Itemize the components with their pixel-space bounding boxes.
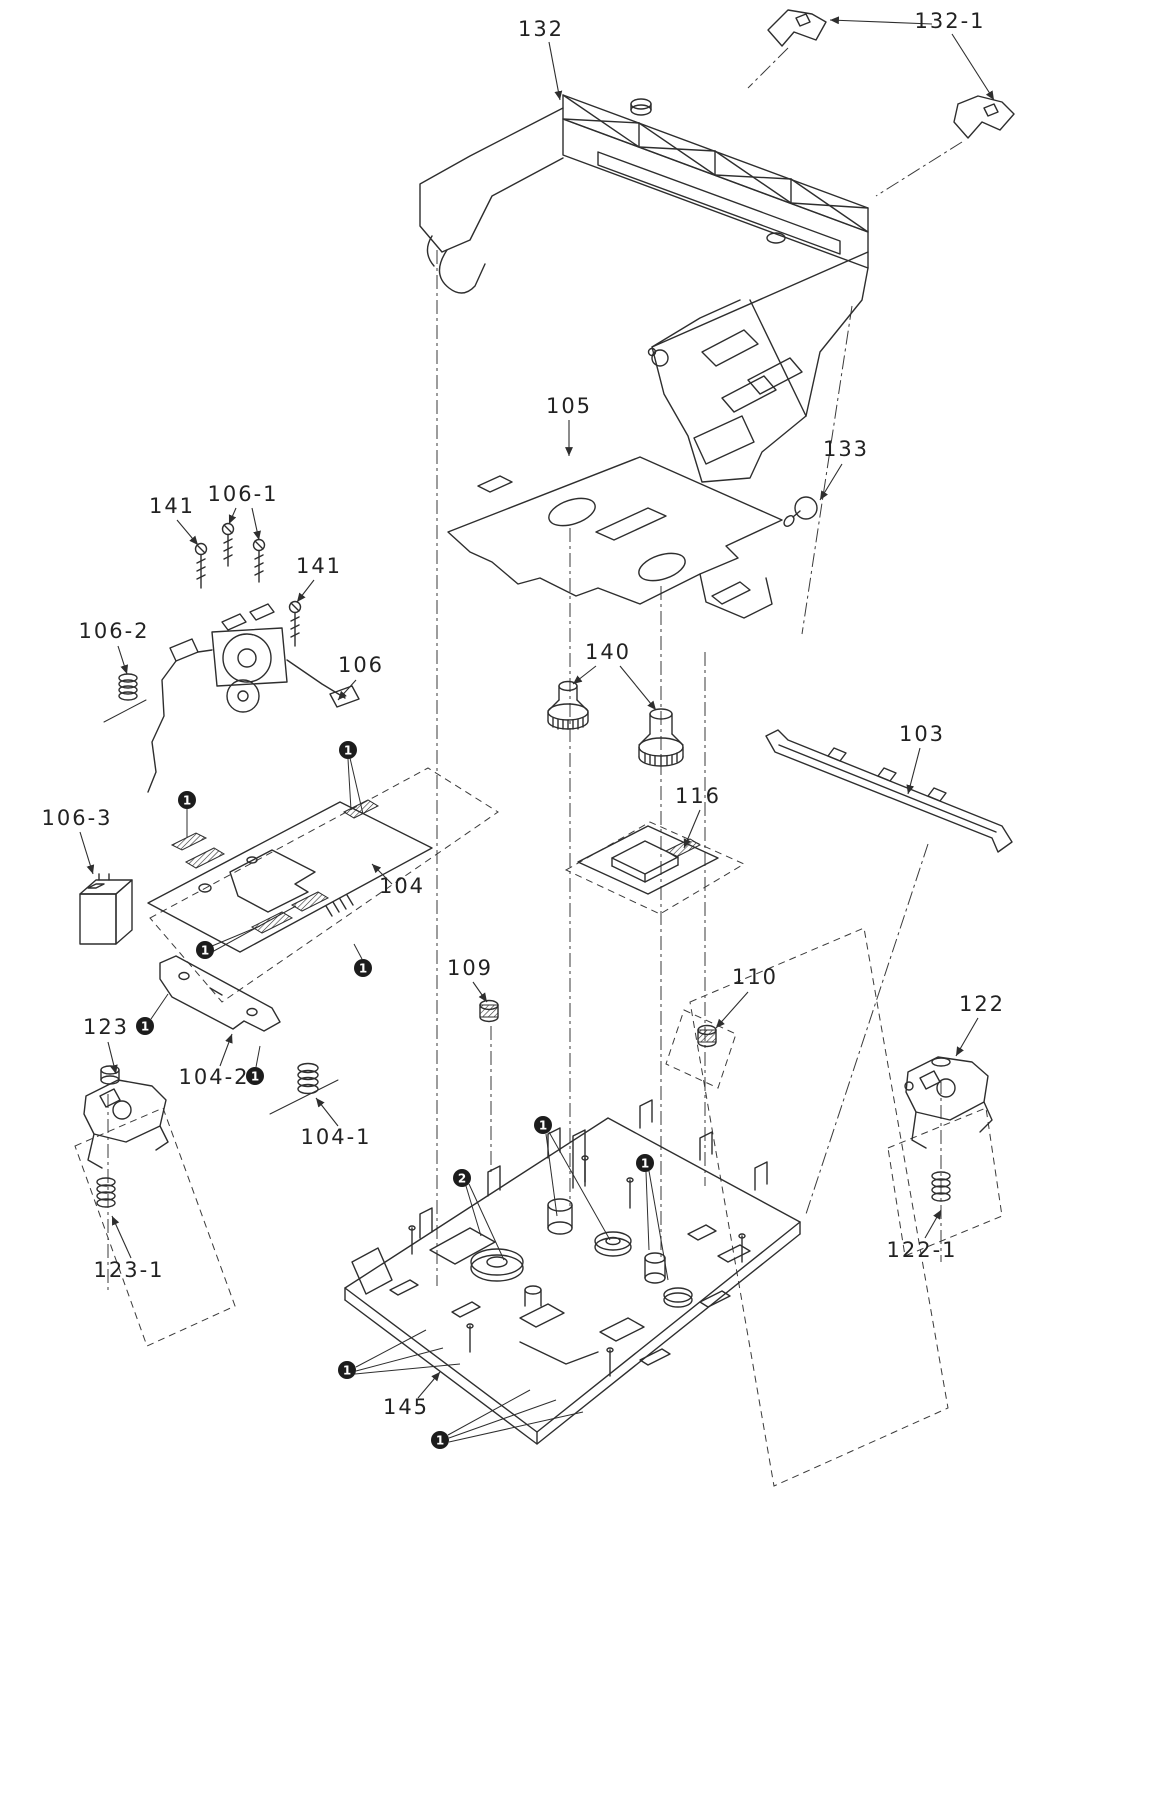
part-132-1-clips: [767, 9, 1015, 139]
part-106-motor-assembly: [147, 603, 360, 793]
leader-lines: [79, 16, 995, 1399]
svg-text:1: 1: [201, 944, 209, 958]
part-label-132-1: 132-1: [914, 9, 985, 33]
part-106-3-connector: [79, 873, 133, 945]
part-label-145: 145: [383, 1395, 429, 1419]
part-label-122: 122: [959, 992, 1005, 1016]
fastener-marker: 1: [636, 1154, 654, 1172]
svg-text:1: 1: [251, 1070, 259, 1084]
svg-text:1: 1: [141, 1020, 149, 1034]
part-label-133: 133: [823, 437, 869, 461]
svg-text:1: 1: [359, 962, 367, 976]
part-123-bracket: [83, 1065, 169, 1169]
screws-141-106-1: [194, 522, 302, 647]
fastener-marker: 1: [196, 941, 214, 959]
part-132-carriage-frame: [419, 94, 869, 483]
part-label-141-left: 141: [149, 494, 195, 518]
part-104-2-strip: [159, 955, 281, 1032]
svg-text:1: 1: [641, 1157, 649, 1171]
part-label-105: 105: [546, 394, 592, 418]
fastener-marker: 1: [354, 959, 372, 977]
part-label-141-right: 141: [296, 554, 342, 578]
part-145-base-plate: [344, 1099, 801, 1445]
svg-text:1: 1: [539, 1119, 547, 1133]
part-label-110: 110: [732, 965, 778, 989]
fastener-marker: 1: [339, 741, 357, 759]
svg-text:1: 1: [344, 744, 352, 758]
part-103-rail: [765, 729, 1013, 853]
part-106-2-spring: [103, 673, 147, 723]
svg-text:1: 1: [436, 1434, 444, 1448]
projection-lines: [107, 47, 963, 1292]
part-110-damper: [697, 1024, 717, 1048]
part-label-122-1: 122-1: [886, 1238, 957, 1262]
part-labels: 132 132-1 105 133 141 106-1 141 106-2 10…: [41, 9, 1005, 1419]
part-label-103: 103: [899, 722, 945, 746]
part-105-cover-plate: [447, 456, 783, 619]
fastener-marker: 1: [338, 1361, 356, 1379]
svg-text:2: 2: [458, 1172, 466, 1186]
part-label-106-2: 106-2: [78, 619, 149, 643]
part-label-106: 106: [338, 653, 384, 677]
part-label-123: 123: [83, 1015, 129, 1039]
part-label-109: 109: [447, 956, 493, 980]
part-label-104-2: 104-2: [178, 1065, 249, 1089]
part-label-104-1: 104-1: [300, 1125, 371, 1149]
part-122-bracket: [904, 1056, 993, 1149]
part-133-pin: [783, 496, 818, 527]
part-label-132: 132: [518, 17, 564, 41]
marker-pointer-lines: [150, 757, 669, 1443]
svg-text:1: 1: [183, 794, 191, 808]
part-123-1-spring: [96, 1177, 116, 1208]
part-label-123-1: 123-1: [93, 1258, 164, 1282]
part-label-116: 116: [675, 784, 721, 808]
part-label-104: 104: [379, 874, 425, 898]
part-122-1-spring: [931, 1171, 951, 1202]
screw-141-b: [288, 600, 302, 647]
part-109-damper: [479, 999, 499, 1023]
screw-106-1-a: [221, 522, 235, 567]
fastener-markers: 1 1 1 1 1 1 1 1 2 1 1: [136, 741, 654, 1449]
fastener-marker: 1: [534, 1116, 552, 1134]
screw-141-a: [194, 542, 208, 589]
fastener-marker: 1: [178, 791, 196, 809]
part-140-clutch-gears: [547, 680, 684, 767]
svg-text:1: 1: [343, 1364, 351, 1378]
fastener-marker: 1: [136, 1017, 154, 1035]
fastener-marker: 1: [431, 1431, 449, 1449]
part-label-106-3: 106-3: [41, 806, 112, 830]
part-104-1-spring: [269, 1062, 339, 1115]
fastener-marker: 2: [453, 1169, 471, 1187]
fastener-marker: 1: [246, 1067, 264, 1085]
part-label-106-1: 106-1: [207, 482, 278, 506]
part-116-sensor-plate: [577, 825, 719, 895]
part-label-140: 140: [585, 640, 631, 664]
part-104-plate: [147, 799, 433, 953]
screw-106-1-b: [252, 538, 266, 583]
